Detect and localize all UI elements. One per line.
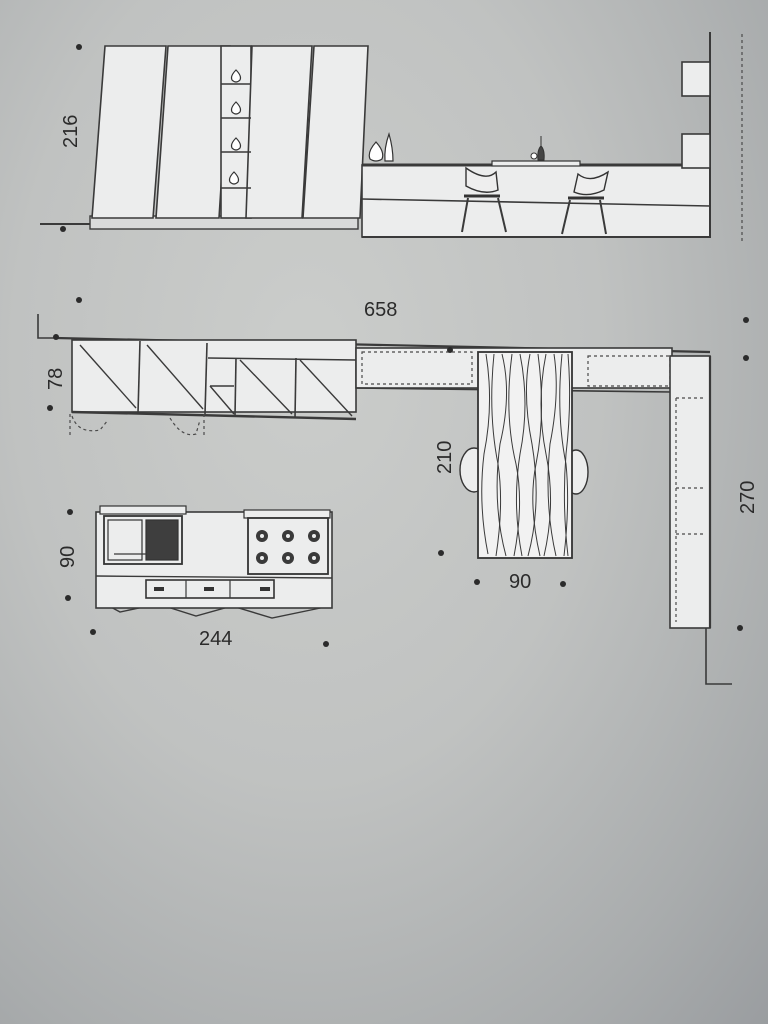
vase-icon	[230, 137, 242, 151]
bottle-icon	[537, 136, 545, 161]
chair-left	[461, 166, 507, 233]
right-counter	[669, 355, 711, 629]
kitchen-island	[95, 505, 333, 619]
hob-outline	[247, 517, 329, 575]
dimension-island-depth: 90	[57, 546, 79, 568]
tall-column-units	[91, 45, 369, 219]
left-cabinet-block	[71, 339, 357, 413]
base-counter-run	[361, 132, 711, 238]
wall-shelf-box	[681, 61, 711, 97]
vase-icon	[368, 141, 384, 162]
wall-cabinets-left	[69, 339, 357, 438]
tall-door-4	[302, 45, 369, 219]
vase-icon	[230, 69, 242, 83]
dimension-right-run: 270	[737, 481, 759, 514]
tall-door-1	[91, 45, 167, 219]
vase-icon	[384, 132, 394, 162]
tall-door-3	[245, 45, 313, 219]
chair-right	[561, 170, 610, 235]
peninsula-table	[459, 351, 589, 559]
dimension-island-length: 244	[199, 628, 232, 650]
right-counter-leg	[669, 355, 732, 685]
tall-door-2	[155, 45, 231, 219]
wall-shelf-box	[681, 133, 711, 169]
dimension-elevation-height: 216	[60, 115, 82, 148]
elevation-view	[40, 32, 743, 244]
plan-view	[37, 314, 732, 685]
dimension-peninsula-length: 210	[434, 441, 456, 474]
vase-icon	[228, 171, 240, 185]
vase-icon	[230, 101, 242, 115]
base-cabinets	[361, 164, 711, 238]
dimension-peninsula-width: 90	[509, 571, 531, 593]
dimension-wall-depth: 78	[45, 368, 67, 390]
dimension-total-length: 658	[364, 299, 397, 321]
reference-dots	[47, 44, 749, 647]
sink-basin	[145, 519, 179, 561]
